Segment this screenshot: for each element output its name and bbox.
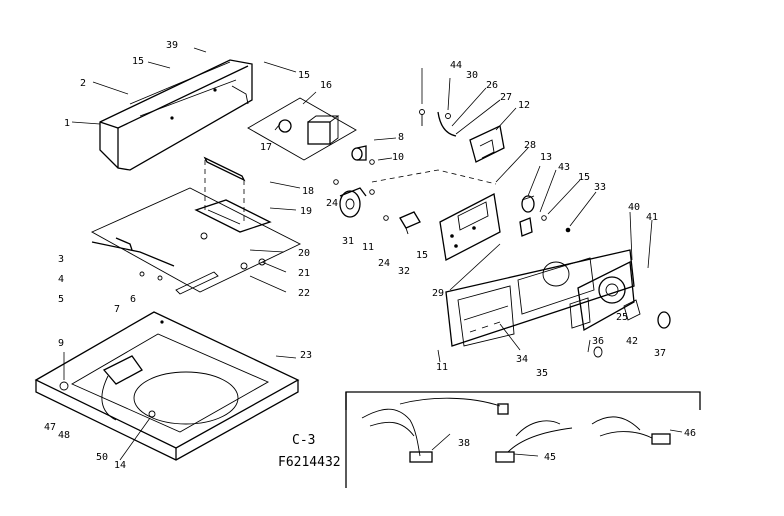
- part-bracket: [194, 156, 272, 233]
- callout-15: 15: [298, 70, 310, 81]
- callout-16: 16: [320, 80, 332, 91]
- part-timer-and-switch: [333, 179, 421, 235]
- part-console-top-panel: [90, 187, 302, 295]
- callout-15: 15: [416, 250, 428, 261]
- callout-17: 17: [260, 142, 272, 153]
- callout-15: 15: [578, 172, 590, 183]
- callout-50: 50: [96, 452, 108, 463]
- callout-5: 5: [58, 294, 64, 305]
- callout-28: 28: [524, 140, 536, 151]
- callout-24: 24: [378, 258, 390, 269]
- callout-36: 36: [592, 336, 604, 347]
- callout-40: 40: [628, 202, 640, 213]
- part-console-backguard: [99, 59, 253, 171]
- callout-47: 47: [44, 422, 56, 433]
- callout-35: 35: [536, 368, 548, 379]
- figure-caption-line2: F6214432: [278, 455, 341, 470]
- callout-34: 34: [516, 354, 528, 365]
- callout-45: 45: [544, 452, 556, 463]
- part-cabinet-top: [34, 311, 300, 461]
- callout-14: 14: [114, 460, 126, 471]
- callout-1: 1: [64, 118, 70, 129]
- callout-3: 3: [58, 254, 64, 265]
- wiring-harness-inset: [345, 391, 701, 488]
- callout-9: 9: [58, 338, 64, 349]
- callout-33: 33: [594, 182, 606, 193]
- part-dial-plate: [569, 260, 671, 358]
- callout-22: 22: [298, 288, 310, 299]
- part-control-panel-front: [445, 249, 635, 347]
- callout-labels: 39 15 2 1 15 16 17 44 30 26 27 12 8 10 2…: [44, 40, 696, 471]
- callout-24: 24: [326, 198, 338, 209]
- callout-leaders: [63, 47, 683, 461]
- callout-19: 19: [300, 206, 312, 217]
- callout-20: 20: [298, 248, 310, 259]
- part-selector-knobs: [519, 195, 571, 237]
- part-timer-motor-assembly: [247, 91, 357, 161]
- callout-30: 30: [466, 70, 478, 81]
- part-capacitor: [351, 145, 375, 165]
- callout-48: 48: [58, 430, 70, 441]
- callout-4: 4: [58, 274, 64, 285]
- callout-7: 7: [114, 304, 120, 315]
- callout-37: 37: [654, 348, 666, 359]
- callout-15: 15: [132, 56, 144, 67]
- callout-44: 44: [450, 60, 462, 71]
- callout-43: 43: [558, 162, 570, 173]
- callout-13: 13: [540, 152, 552, 163]
- callout-11: 11: [362, 242, 374, 253]
- callout-27: 27: [500, 92, 512, 103]
- callout-25: 25: [616, 312, 628, 323]
- callout-32: 32: [398, 266, 410, 277]
- callout-39: 39: [166, 40, 178, 51]
- callout-29: 29: [432, 288, 444, 299]
- callout-41: 41: [646, 212, 658, 223]
- callout-10: 10: [392, 152, 404, 163]
- callout-31: 31: [342, 236, 354, 247]
- callout-12: 12: [518, 100, 530, 111]
- part-small-hardware-top: [419, 109, 505, 163]
- callout-46: 46: [684, 428, 696, 439]
- callout-42: 42: [626, 336, 638, 347]
- callout-8: 8: [398, 132, 404, 143]
- callout-26: 26: [486, 80, 498, 91]
- callout-23: 23: [300, 350, 312, 361]
- figure-caption-line1: C-3: [292, 433, 315, 448]
- callout-21: 21: [298, 268, 310, 279]
- callout-11: 11: [436, 362, 448, 373]
- callout-6: 6: [130, 294, 136, 305]
- callout-38: 38: [458, 438, 470, 449]
- part-control-board: [371, 147, 529, 261]
- callout-2: 2: [80, 78, 86, 89]
- callout-18: 18: [302, 186, 314, 197]
